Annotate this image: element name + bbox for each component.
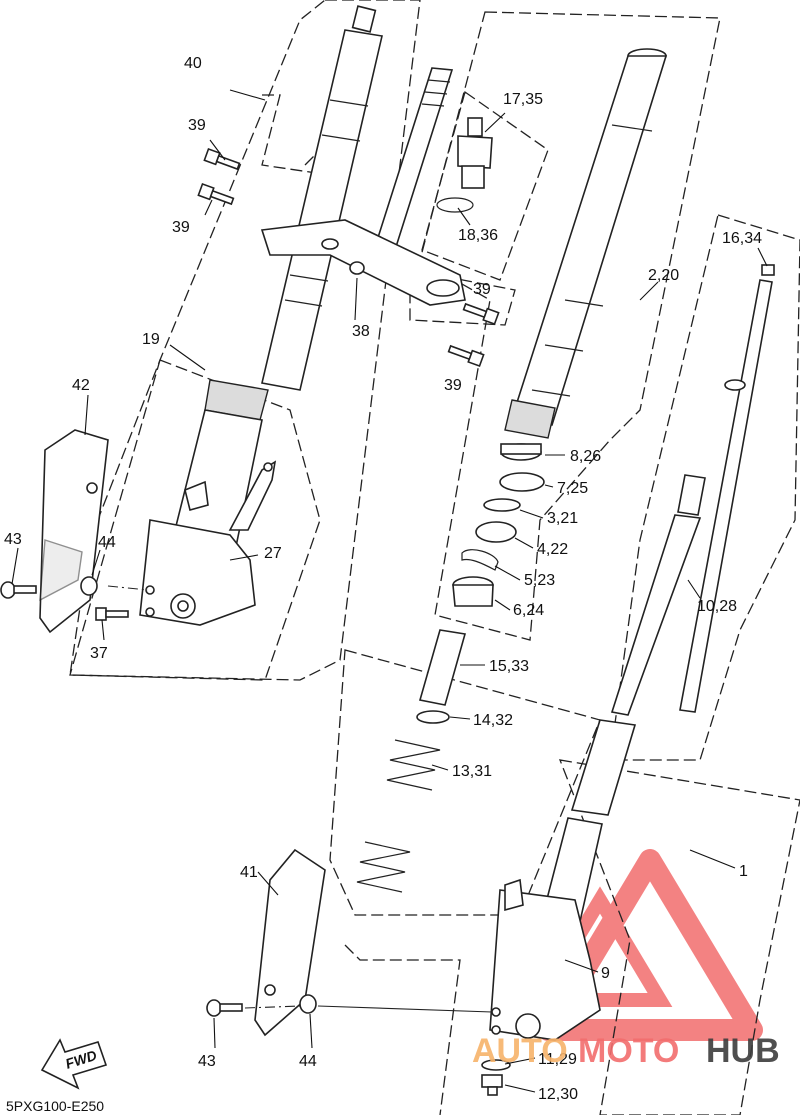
right-inner-tube	[504, 48, 668, 439]
callout-41: 41	[240, 864, 258, 881]
forward-arrow: FWD	[40, 1038, 108, 1090]
callout-15-33: 15,33	[489, 658, 529, 675]
callout-27: 27	[264, 545, 282, 562]
spring-parts	[356, 629, 637, 893]
callout-43-b: 43	[198, 1053, 216, 1070]
callout-37: 37	[90, 645, 108, 662]
callout-39-d: 39	[444, 377, 462, 394]
wordmark-moto: MOTO	[578, 1032, 679, 1070]
callout-5-23: 5,23	[524, 572, 555, 589]
callout-7-25: 7,25	[557, 480, 588, 497]
cap-bolt	[436, 117, 493, 213]
callout-38: 38	[352, 323, 370, 340]
steering-stem	[260, 67, 466, 306]
automotohub-wordmark: AUTO MOTO HUB	[472, 1032, 780, 1070]
bottom-bolt	[481, 1059, 511, 1096]
callout-16-34: 16,34	[722, 230, 762, 247]
callout-1: 1	[739, 863, 748, 880]
callout-13-31: 13,31	[452, 763, 492, 780]
callout-39-a: 39	[188, 117, 206, 134]
callout-19: 19	[142, 331, 160, 348]
callout-10-28: 10,28	[697, 598, 737, 615]
callout-12-30: 12,30	[538, 1086, 578, 1103]
callout-6-24: 6,24	[513, 602, 544, 619]
callout-18-36: 18,36	[458, 227, 498, 244]
callout-44-a: 44	[98, 534, 116, 551]
callout-11-29: 11,29	[538, 1051, 577, 1068]
callout-39-b: 39	[172, 219, 190, 236]
callout-9: 9	[601, 965, 610, 982]
small-fasteners	[0, 576, 317, 1017]
callout-44-b: 44	[299, 1053, 317, 1070]
left-fork-tube	[139, 5, 383, 626]
callout-2-20: 2,20	[648, 267, 679, 284]
callout-40: 40	[184, 55, 202, 72]
callout-labels: 40 39 39 39 39 17,35 18,36 16,34 2,20 38…	[4, 55, 762, 1103]
fork-seals	[452, 443, 545, 607]
alignment-lines	[107, 585, 493, 1013]
lower-outer-tube	[489, 817, 603, 1041]
callout-14-32: 14,32	[473, 712, 513, 729]
callout-4-22: 4,22	[537, 541, 568, 558]
wordmark-hub: HUB	[706, 1032, 780, 1070]
callout-3-21: 3,21	[547, 510, 578, 527]
callout-43-a: 43	[4, 531, 22, 548]
damper-rod	[610, 264, 775, 716]
callout-39-c: 39	[473, 281, 491, 298]
callout-8-26: 8,26	[570, 448, 601, 465]
pinch-bolts	[197, 147, 500, 368]
leader-lines	[11, 89, 768, 1093]
wordmark-auto: AUTO	[472, 1032, 568, 1070]
callout-42: 42	[72, 377, 90, 394]
callout-17-35: 17,35	[503, 91, 543, 108]
diagram-code: 5PXG100-E250	[6, 1098, 104, 1114]
